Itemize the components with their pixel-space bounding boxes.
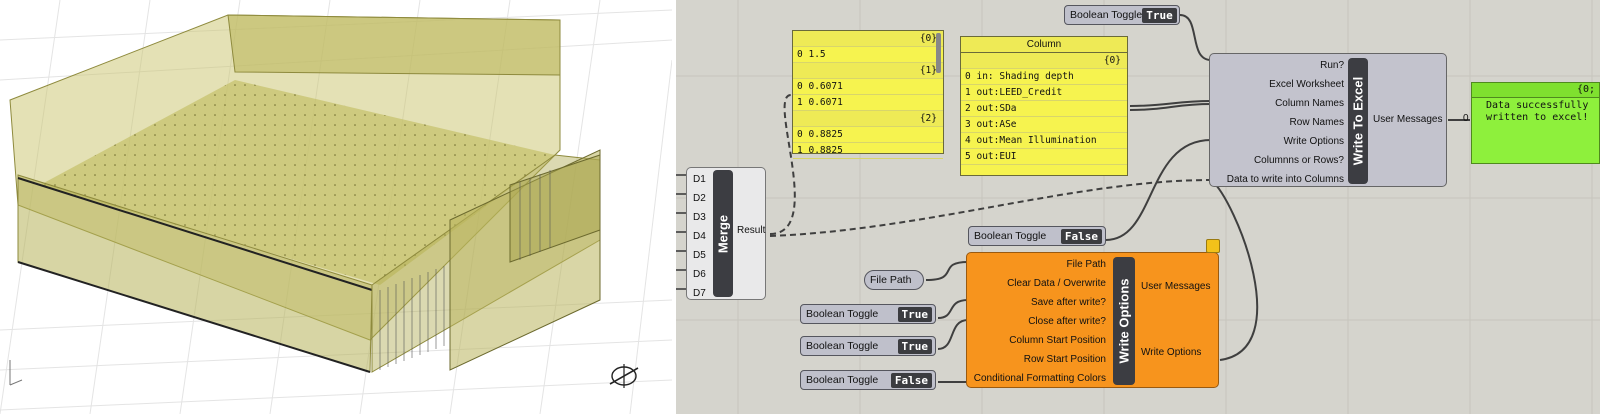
column-panel-row: 0 in: Shading depth: [961, 69, 1127, 85]
write-to-excel-title: Write To Excel: [1350, 76, 1366, 166]
panel-value-row: 0 1.5: [793, 47, 943, 63]
viewport-scene: [0, 0, 672, 414]
file-path-label: File Path: [870, 274, 912, 286]
grasshopper-canvas[interactable]: D1 D2 D3 D4 D5 D6 D7 Merge Result {0} 0 …: [676, 0, 1600, 414]
panel-value-row: 1 0.8825: [793, 143, 943, 159]
toggle-value[interactable]: True: [897, 338, 932, 354]
input-column-names[interactable]: Column Names: [1275, 98, 1344, 109]
file-path-param[interactable]: File Path: [864, 270, 924, 290]
column-panel-row: 5 out:EUI: [961, 149, 1127, 165]
boolean-toggle-save[interactable]: Boolean Toggle True: [800, 304, 936, 324]
column-panel-row: 4 out:Mean Illumination: [961, 133, 1127, 149]
message-panel[interactable]: {0; Data successfully written to excel!: [1471, 82, 1600, 164]
boolean-toggle-close[interactable]: Boolean Toggle True: [800, 336, 936, 356]
input-clear-data[interactable]: Clear Data / Overwrite: [1007, 278, 1106, 289]
values-panel[interactable]: {0} 0 1.5 {1} 0 0.6071 1 0.6071 {2} 0 0.…: [792, 30, 944, 159]
wires: [676, 14, 1470, 383]
merge-component[interactable]: D1 D2 D3 D4 D5 D6 D7 Merge Result: [686, 167, 766, 300]
input-row-names[interactable]: Row Names: [1289, 117, 1344, 128]
input-columns-or-rows[interactable]: Columnns or Rows?: [1253, 155, 1344, 166]
panel-value-row: 0 0.6071: [793, 79, 943, 95]
column-panel-row: 2 out:SDa: [961, 101, 1127, 117]
toggle-label: Boolean Toggle: [974, 230, 1047, 242]
input-save-after-write[interactable]: Save after write?: [1030, 297, 1106, 308]
merge-title-bar: Merge: [713, 170, 733, 297]
toggle-value[interactable]: True: [897, 306, 932, 322]
write-options-title-bar: Write Options: [1113, 257, 1135, 385]
toggle-label: Boolean Toggle: [806, 308, 879, 320]
boolean-toggle-run[interactable]: Boolean Toggle True: [1064, 5, 1180, 25]
merge-input-d3[interactable]: D3: [693, 212, 706, 223]
merge-input-d6[interactable]: D6: [693, 269, 706, 280]
column-panel-row: 1 out:LEED_Credit: [961, 85, 1127, 101]
write-to-excel-inputs: Run? Excel Worksheet Column Names Row Na…: [1227, 56, 1344, 189]
input-data-columns[interactable]: Data to write into Columns: [1226, 174, 1344, 185]
write-options-component[interactable]: File Path Clear Data / Overwrite Save af…: [966, 239, 1220, 388]
compass-icon[interactable]: [609, 364, 639, 388]
toggle-value[interactable]: False: [1060, 228, 1102, 244]
rhino-viewport[interactable]: [0, 0, 672, 414]
column-panel-branch: {0}: [961, 53, 1127, 69]
input-close-after-write[interactable]: Close after write?: [1028, 316, 1106, 327]
write-to-excel-title-bar: Write To Excel: [1348, 58, 1368, 184]
merge-input-d4[interactable]: D4: [693, 231, 706, 242]
toggle-label: Boolean Toggle: [806, 374, 879, 386]
panel-scrollbar[interactable]: [936, 33, 941, 73]
panel-branch-header: {1}: [793, 63, 943, 79]
warning-flag-icon: [1206, 239, 1220, 253]
panel-branch-header: {2}: [793, 111, 943, 127]
merge-input-d5[interactable]: D5: [693, 250, 706, 261]
input-excel-worksheet[interactable]: Excel Worksheet: [1269, 79, 1344, 90]
toggle-label: Boolean Toggle: [1070, 9, 1143, 21]
column-panel-title: Column: [961, 37, 1127, 53]
panel-value-row: 1 0.6071: [793, 95, 943, 111]
message-panel-branch: {0;: [1472, 83, 1599, 98]
boolean-toggle-overwrite[interactable]: Boolean Toggle False: [968, 226, 1106, 246]
output-user-messages[interactable]: User Messages: [1141, 281, 1211, 292]
column-panel-row: 3 out:ASe: [961, 117, 1127, 133]
merge-input-d1[interactable]: D1: [693, 174, 706, 185]
boolean-toggle-formatting[interactable]: Boolean Toggle False: [800, 370, 936, 390]
merge-inputs: D1 D2 D3 D4 D5 D6 D7: [693, 170, 706, 303]
input-file-path[interactable]: File Path: [1066, 259, 1106, 270]
write-options-title: Write Options: [1116, 278, 1132, 364]
input-write-options[interactable]: Write Options: [1283, 136, 1344, 147]
merge-output-result[interactable]: Result: [737, 225, 766, 236]
output-write-options[interactable]: Write Options: [1141, 347, 1202, 358]
input-column-start[interactable]: Column Start Position: [1009, 335, 1106, 346]
panel-branch-header: {0}: [793, 31, 943, 47]
message-panel-text: Data successfully written to excel!: [1486, 100, 1589, 123]
input-run[interactable]: Run?: [1320, 60, 1344, 71]
merge-input-d7[interactable]: D7: [693, 288, 706, 299]
write-to-excel-component[interactable]: Run? Excel Worksheet Column Names Row Na…: [1209, 53, 1447, 187]
write-options-inputs: File Path Clear Data / Overwrite Save af…: [974, 255, 1106, 388]
input-row-start[interactable]: Row Start Position: [1023, 354, 1106, 365]
axis-icon: [9, 360, 23, 386]
toggle-value[interactable]: False: [890, 372, 932, 388]
input-formatting-colors[interactable]: Conditional Formatting Colors: [973, 373, 1106, 384]
room-model: [9, 14, 601, 373]
output-user-messages[interactable]: User Messages: [1373, 114, 1443, 125]
merge-title: Merge: [715, 214, 731, 253]
merge-input-d2[interactable]: D2: [693, 193, 706, 204]
column-panel[interactable]: Column {0} 0 in: Shading depth 1 out:LEE…: [960, 36, 1128, 176]
toggle-value[interactable]: True: [1142, 7, 1177, 23]
message-panel-index: 0: [1463, 113, 1469, 124]
toggle-label: Boolean Toggle: [806, 340, 879, 352]
panel-value-row: 0 0.8825: [793, 127, 943, 143]
